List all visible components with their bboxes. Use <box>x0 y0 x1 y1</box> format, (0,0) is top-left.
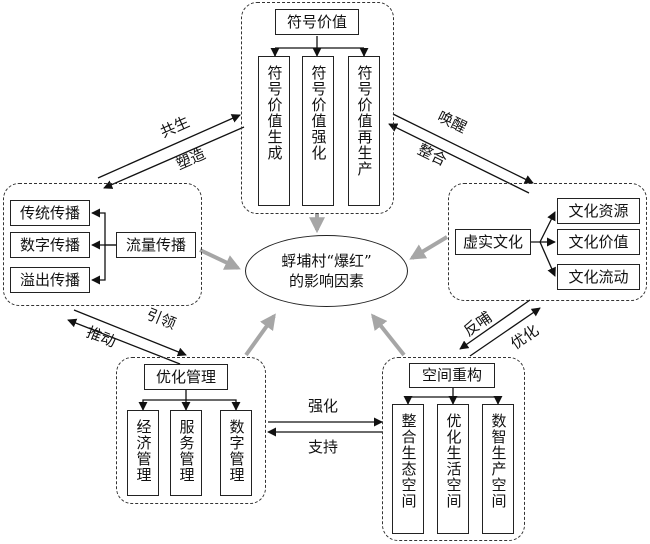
symbol-value-item-reproduce: 符号价值再生产 <box>348 56 380 206</box>
relation-label-qianghua: 强化 <box>308 397 339 415</box>
space-title: 空间重构 <box>409 363 495 388</box>
space-item-living: 优化生活空间 <box>437 404 469 534</box>
relation-arrows <box>67 113 541 437</box>
symbol-value-item-generate: 符号价值生成 <box>258 56 290 206</box>
culture-group <box>448 183 647 301</box>
center-line-2: 的影响因素 <box>288 272 364 290</box>
traffic-item-spillover: 溢出传播 <box>10 267 90 293</box>
culture-item-resources: 文化资源 <box>557 198 640 224</box>
culture-item-value: 文化价值 <box>557 229 640 255</box>
culture-item-flow: 文化流动 <box>557 264 640 290</box>
traffic-item-digital: 数字传播 <box>10 232 90 258</box>
management-item-digital: 数字管理 <box>220 410 252 496</box>
center-ellipse: 蜉埔村“爆红” 的影响因素 <box>245 235 408 307</box>
management-item-economic: 经济管理 <box>127 410 159 496</box>
management-group <box>116 357 266 504</box>
symbol-value-title: 符号价值 <box>275 9 359 35</box>
gray-influence-arrows <box>199 213 449 357</box>
culture-internal-arrows <box>530 211 556 277</box>
symbol-value-group <box>241 2 394 214</box>
symbol-value-item-strengthen: 符号价值强化 <box>302 56 334 206</box>
management-item-service: 服务管理 <box>170 410 202 496</box>
management-title: 优化管理 <box>144 364 228 390</box>
relation-label-zhichi: 支持 <box>308 438 339 456</box>
space-item-production: 数智生产空间 <box>482 404 514 534</box>
symbol-internal-arrows <box>270 36 369 56</box>
management-internal-arrows <box>138 390 241 411</box>
culture-title: 虚实文化 <box>455 229 531 255</box>
space-group <box>382 357 525 541</box>
space-internal-arrows <box>403 388 503 405</box>
traffic-item-traditional: 传统传播 <box>10 200 90 226</box>
space-item-ecology: 整合生态空间 <box>392 404 424 534</box>
center-line-1: 蜉埔村“爆红” <box>281 251 372 270</box>
traffic-group <box>3 183 202 306</box>
traffic-title: 流量传播 <box>116 232 196 258</box>
traffic-internal-arrows <box>91 208 116 285</box>
